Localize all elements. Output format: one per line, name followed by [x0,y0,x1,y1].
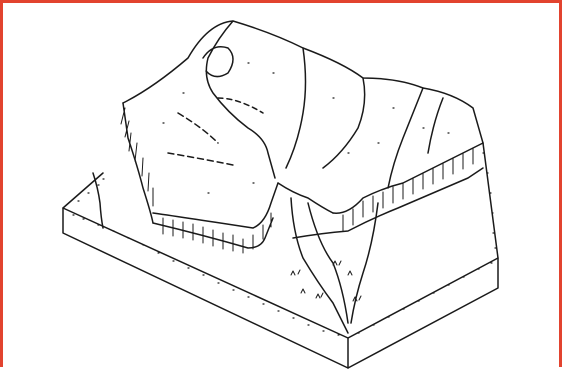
lowland-streams [93,173,378,333]
block-diagram [3,3,562,370]
vegetation-tufts [291,261,361,301]
escarpment-hachures [121,108,473,253]
plateau [123,21,483,248]
stipple [73,63,496,335]
